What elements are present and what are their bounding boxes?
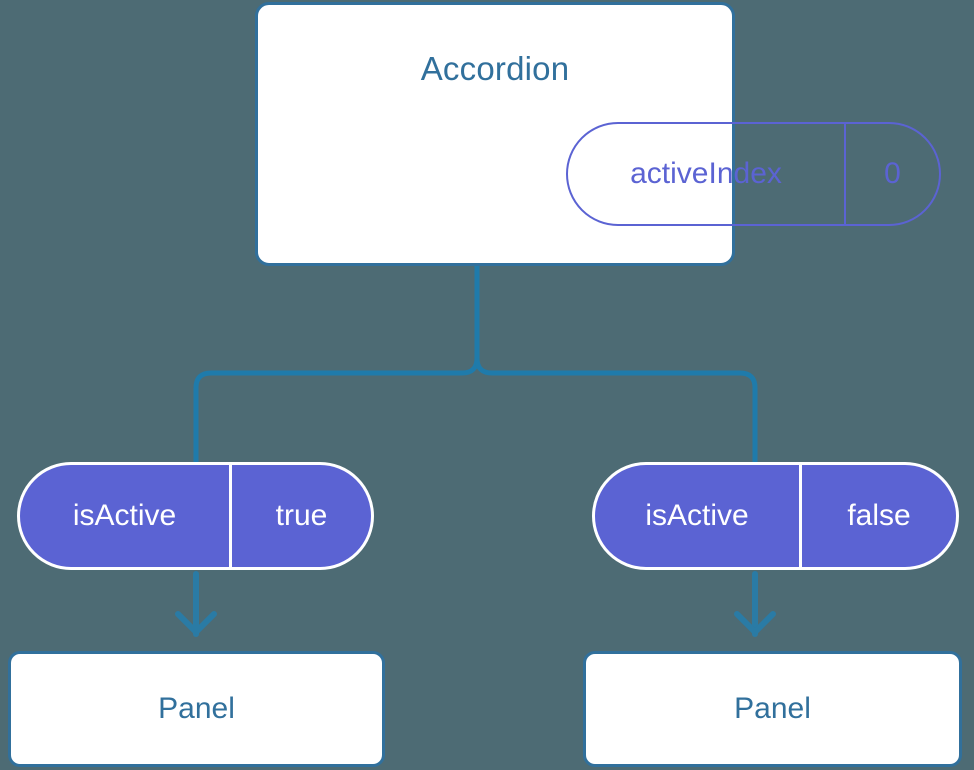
prop-pill-isactive-left[interactable]: isActive true (17, 462, 374, 570)
prop-key-isactive-left: isActive (20, 465, 232, 567)
accordion-title: Accordion (420, 50, 570, 87)
panel-left-label: Panel (158, 692, 235, 725)
prop-pill-isactive-right[interactable]: isActive false (592, 462, 959, 570)
edge-root-split-right (474, 263, 758, 465)
panel-right-label: Panel (734, 692, 811, 725)
prop-value-isactive-right: false (847, 499, 911, 532)
panel-card-left[interactable]: Panel (8, 651, 385, 767)
state-value-activeindex: 0 (884, 157, 901, 190)
panel-card-right[interactable]: Panel (583, 651, 962, 767)
accordion-component-card[interactable]: Accordion activeIndex 0 (255, 2, 941, 266)
prop-value-isactive-left: true (275, 499, 328, 532)
arrowhead-right-icon (734, 611, 776, 635)
edge-root-split (193, 263, 480, 465)
state-pill-activeindex[interactable]: activeIndex 0 (566, 122, 941, 226)
state-key-activeindex: activeIndex (568, 124, 847, 224)
prop-key-isactive-right: isActive (595, 465, 802, 567)
arrowhead-left-icon (175, 611, 217, 635)
